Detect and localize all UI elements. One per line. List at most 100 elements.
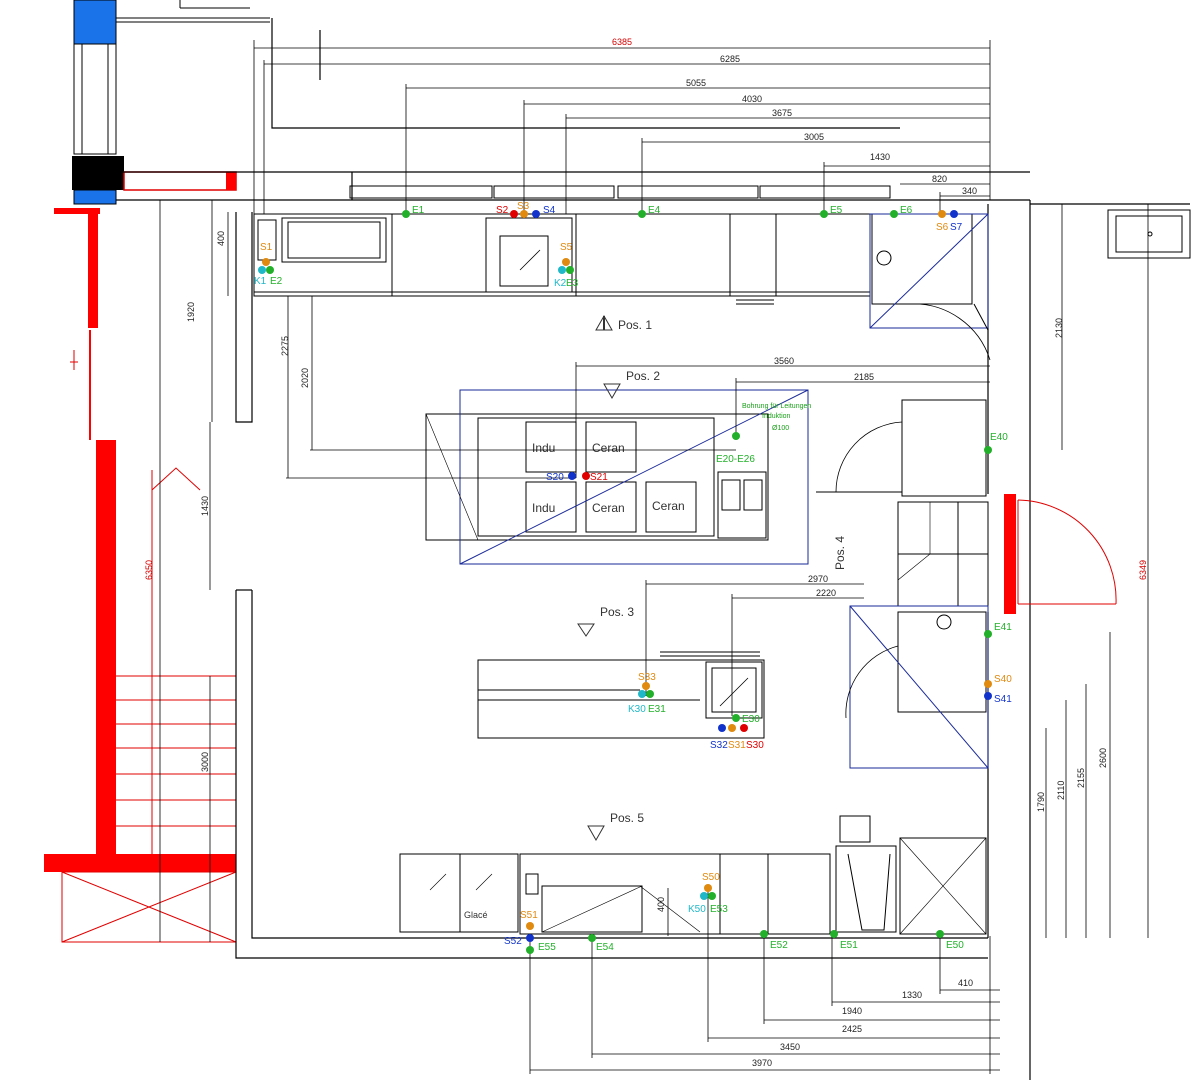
label-E54: E54: [596, 942, 614, 953]
pos5-counter: [399, 815, 987, 935]
dim-3970: 3970: [752, 1058, 772, 1068]
label-E30: E30: [742, 714, 760, 725]
dim-3450: 3450: [780, 1042, 800, 1052]
label-S32: S32: [710, 740, 728, 751]
label-K1: K1: [254, 276, 267, 287]
ceran-3: Ceran: [652, 499, 685, 513]
label-S41: S41: [994, 694, 1012, 705]
note-line3: Ø100: [772, 425, 789, 432]
label-E51: E51: [840, 940, 858, 951]
label-S4: S4: [543, 205, 556, 216]
label-E1: E1: [412, 205, 425, 216]
label-E50: E50: [946, 940, 964, 951]
pos2-island: [425, 389, 809, 565]
label-S40: S40: [994, 674, 1012, 685]
pos5-marker: [587, 825, 605, 842]
label-S20: S20: [546, 472, 564, 483]
label-E3: E3: [566, 278, 579, 289]
vdim-1430: 1430: [200, 496, 210, 516]
label-K50: K50: [688, 904, 706, 915]
label-E55: E55: [538, 942, 556, 953]
dim-820: 820: [932, 174, 947, 184]
bottom-dimensions: [529, 890, 1000, 1074]
dim-2970: 2970: [808, 574, 828, 584]
vdim-6349: 6349: [1138, 560, 1148, 580]
label-K2: K2: [554, 278, 567, 289]
label-S21: S21: [590, 472, 608, 483]
indu-2: Indu: [532, 501, 555, 515]
label-S50: S50: [702, 872, 720, 883]
label-S33: S33: [638, 672, 656, 683]
label-E6: E6: [900, 205, 913, 216]
pos4-label: Pos. 4: [833, 536, 847, 570]
note-line2: Induktion: [762, 413, 791, 420]
label-E41: E41: [994, 622, 1012, 633]
pos4-equipment: [816, 399, 989, 769]
top-dimensions: [253, 40, 991, 214]
note-line1: Bohrung für Leitungen: [742, 403, 811, 410]
label-S5: S5: [560, 242, 573, 253]
vdim-2155: 2155: [1076, 768, 1086, 788]
label-S6: S6: [936, 222, 949, 233]
vdim-400a: 400: [216, 231, 226, 246]
dim-410: 410: [958, 978, 973, 988]
pos1-counter: [253, 213, 871, 305]
vertical-dimensions: [159, 200, 1149, 942]
pos3-marker: [577, 623, 595, 637]
entrance-door: [1004, 494, 1117, 614]
dim-2220: 2220: [816, 588, 836, 598]
vdim-3000: 3000: [200, 752, 210, 772]
middle-dimensions: [286, 362, 990, 716]
label-E5: E5: [830, 205, 843, 216]
label-S52: S52: [504, 936, 522, 947]
dim-5055: 5055: [686, 78, 706, 88]
label-E31: E31: [648, 704, 666, 715]
vdim-400b: 400: [656, 897, 666, 912]
dim-4030: 4030: [742, 94, 762, 104]
label-S3: S3: [517, 201, 530, 212]
vdim-1790: 1790: [1036, 792, 1046, 812]
pos1-label: Pos. 1: [618, 318, 652, 332]
dim-3675: 3675: [772, 108, 792, 118]
label-E53: E53: [710, 904, 728, 915]
pos5-label: Pos. 5: [610, 811, 644, 825]
connection-dots: [258, 210, 992, 954]
pos1-marker: [595, 314, 613, 331]
vdim-2110: 2110: [1056, 781, 1066, 800]
pos2-marker: [603, 383, 621, 400]
vdim-2020: 2020: [300, 368, 310, 388]
dim-2185: 2185: [854, 372, 874, 382]
pos2-label: Pos. 2: [626, 369, 660, 383]
dim-6385: 6385: [612, 37, 632, 47]
label-K30: K30: [628, 704, 646, 715]
label-S2: S2: [496, 205, 509, 216]
vdim-2600: 2600: [1098, 748, 1108, 768]
vdim-1920: 1920: [186, 302, 196, 322]
label-S31: S31: [728, 740, 746, 751]
dim-1430: 1430: [870, 152, 890, 162]
vdim-2130: 2130: [1054, 318, 1064, 338]
vdim-6350: 6350: [144, 560, 154, 580]
ceran-1: Ceran: [592, 441, 625, 455]
ceran-2: Ceran: [592, 501, 625, 515]
top-shelving: [349, 185, 891, 199]
left-building: [44, 0, 270, 943]
label-E20: E20-E26: [716, 454, 755, 465]
glace-label: Glacé: [464, 910, 488, 920]
label-S1: S1: [260, 242, 273, 253]
dim-340: 340: [962, 186, 977, 196]
vdim-2275: 2275: [280, 336, 290, 356]
pos3-counter: [477, 651, 765, 739]
dim-3560: 3560: [774, 356, 794, 366]
kitchen-walls: [116, 18, 1190, 1080]
dim-6285: 6285: [720, 54, 740, 64]
label-E52: E52: [770, 940, 788, 951]
dim-3005: 3005: [804, 132, 824, 142]
label-S30: S30: [746, 740, 764, 751]
dim-1330: 1330: [902, 990, 922, 1000]
label-E2: E2: [270, 276, 283, 287]
label-S7: S7: [950, 222, 963, 233]
pos3-label: Pos. 3: [600, 605, 634, 619]
pos1-oven: [869, 213, 991, 361]
